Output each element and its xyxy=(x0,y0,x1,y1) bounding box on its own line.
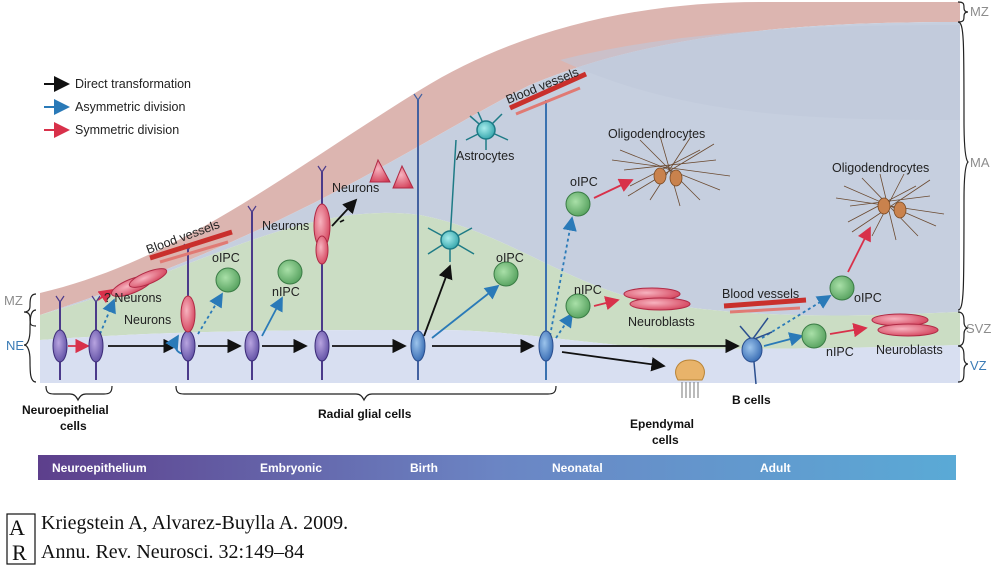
label-neurons-upper: Neurons xyxy=(262,219,309,233)
label-oipc-adult: oIPC xyxy=(854,291,882,305)
zone-label-mz-right: MZ xyxy=(970,4,989,19)
migrating-neurons xyxy=(110,268,168,297)
timeline-bar: Neuroepithelium Embryonic Birth Neonatal… xyxy=(38,455,956,480)
neuroepithelial-cell-2 xyxy=(88,295,104,380)
nipc-neonatal xyxy=(565,293,591,319)
zone-label-ne: NE xyxy=(6,338,24,353)
neuroblasts-adult xyxy=(871,313,939,337)
oipc-embryonic xyxy=(215,267,241,293)
label-q-neurons: ? Neurons xyxy=(104,291,162,305)
radial-glia-1 xyxy=(180,243,196,380)
label-nipc-neonatal: nIPC xyxy=(574,283,602,297)
oipc-adult xyxy=(829,275,855,301)
timeline-neonatal: Neonatal xyxy=(552,461,603,475)
label-radial-glial-cells: Radial glial cells xyxy=(318,407,412,421)
right-zone-bracket xyxy=(957,1,969,383)
astrocyte-top xyxy=(465,111,509,150)
radial-glia-2 xyxy=(244,205,260,380)
radial-glia-3 xyxy=(313,165,331,380)
progression-arrows xyxy=(68,178,871,372)
mz-band xyxy=(40,2,960,315)
label-neuroblasts-neonatal: Neuroblasts xyxy=(628,315,695,329)
blood-vessel-embryonic xyxy=(149,229,233,264)
svg-text:A: A xyxy=(9,515,25,540)
bottom-brackets xyxy=(45,385,557,402)
neuroepithelial-cell-1 xyxy=(52,295,68,380)
label-neuroepithelial-cells-line1: Neuroepithelial xyxy=(22,403,109,417)
left-zone-bracket xyxy=(23,293,37,383)
legend-direct-label: Direct transformation xyxy=(75,77,191,91)
zone-label-vz: VZ xyxy=(970,358,987,373)
label-astrocytes: Astrocytes xyxy=(456,149,514,163)
radial-glia-4 xyxy=(410,93,426,380)
zone-label-svz: SVZ xyxy=(966,321,991,336)
blood-vessel-birth xyxy=(508,71,588,116)
label-oligodendrocytes-adult: Oligodendrocytes xyxy=(832,161,929,175)
neuron-triangles xyxy=(369,158,414,189)
nipc-adult xyxy=(801,323,827,349)
astrocyte-mid xyxy=(427,139,475,262)
legend-symmetric-label: Symmetric division xyxy=(75,123,179,137)
label-neurons-top: Neurons xyxy=(332,181,379,195)
label-oipc-embryonic: oIPC xyxy=(212,251,240,265)
label-ependymal-cells-line1: Ependymal xyxy=(630,417,694,431)
citation-line-1: Kriegstein A, Alvarez-Buylla A. 2009. xyxy=(41,512,349,534)
radial-glia-5 xyxy=(538,100,554,380)
label-ependymal-cells-line2: cells xyxy=(652,433,679,447)
svg-text:R: R xyxy=(12,540,27,565)
nipc-embryonic xyxy=(277,259,303,285)
citation-line-2: Annu. Rev. Neurosci. 32:149–84 xyxy=(41,541,305,563)
oligodendrocyte-neonatal xyxy=(611,135,731,207)
label-b-cells: B cells xyxy=(732,393,771,407)
timeline-adult: Adult xyxy=(760,461,791,475)
label-nipc-adult: nIPC xyxy=(826,345,854,359)
annual-reviews-logo: A R xyxy=(6,513,36,565)
label-oipc-neonatal: oIPC xyxy=(570,175,598,189)
ependymal-cell xyxy=(675,359,705,398)
neuroblasts-neonatal xyxy=(623,287,691,311)
vz-band xyxy=(40,330,960,383)
zone-label-ma: MA xyxy=(970,155,990,170)
label-oipc-birth: oIPC xyxy=(496,251,524,265)
tissue-bands xyxy=(40,2,960,383)
upper-ma-tint xyxy=(560,25,960,120)
label-neuroblasts-adult: Neuroblasts xyxy=(876,343,943,357)
legend-asymmetric-label: Asymmetric division xyxy=(75,100,185,114)
neurodevelopment-diagram: MZ NE MZ MA SVZ VZ Direct transformation… xyxy=(4,1,991,480)
oipc-birth xyxy=(493,261,519,287)
label-blood-vessels-adult: Blood vessels xyxy=(722,287,799,301)
label-nipc-embryonic: nIPC xyxy=(272,285,300,299)
b-cell xyxy=(739,317,773,385)
oipc-neonatal xyxy=(565,191,591,217)
timeline-neuroepithelium: Neuroepithelium xyxy=(52,461,147,475)
zone-label-mz-left: MZ xyxy=(4,293,23,308)
timeline-birth: Birth xyxy=(410,461,438,475)
legend: Direct transformation Asymmetric divisio… xyxy=(44,76,191,138)
blood-vessel-adult xyxy=(723,297,807,314)
timeline-embryonic: Embryonic xyxy=(260,461,322,475)
label-neurons-embryonic: Neurons xyxy=(124,313,171,327)
label-oligodendrocytes-neonatal: Oligodendrocytes xyxy=(608,127,705,141)
label-neuroepithelial-cells-line2: cells xyxy=(60,419,87,433)
oligodendrocyte-adult xyxy=(835,173,945,241)
